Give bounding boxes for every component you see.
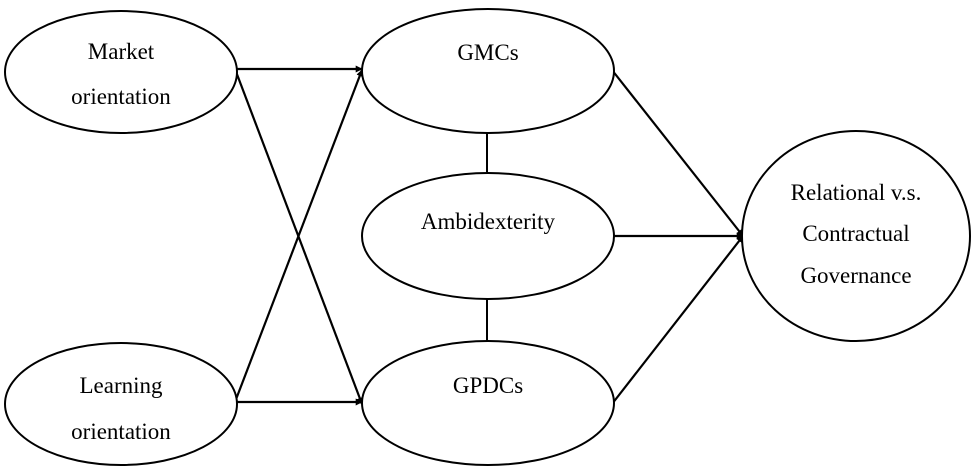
node-learning-orientation: Learning orientation [4,342,238,466]
node-market-orientation-line-1: Market [88,39,155,64]
node-gmcs: GMCs [361,8,615,134]
node-gmcs-label: GMCs [457,40,518,65]
node-governance-line-3: Governance [800,263,911,288]
node-learning-orientation-line-1: Learning [79,373,163,398]
arrow-gmcs-to-governance [611,69,744,237]
node-learning-orientation-line-2: orientation [71,419,171,444]
node-market-orientation-line-2: orientation [71,84,171,109]
arrow-learning-to-gmcs [233,69,364,403]
node-ambidexterity: Ambidexterity [361,172,615,300]
node-governance-line-1: Relational v.s. [791,180,922,205]
node-gpdcs-label: GPDCs [453,373,523,398]
arrow-gpdcs-to-governance [611,235,744,405]
node-governance: Relational v.s. Contractual Governance [741,130,971,342]
node-market-orientation: Market orientation [4,10,238,134]
node-gpdcs: GPDCs [361,340,615,466]
node-ambidexterity-label: Ambidexterity [421,209,556,234]
node-governance-line-2: Contractual [802,221,909,246]
